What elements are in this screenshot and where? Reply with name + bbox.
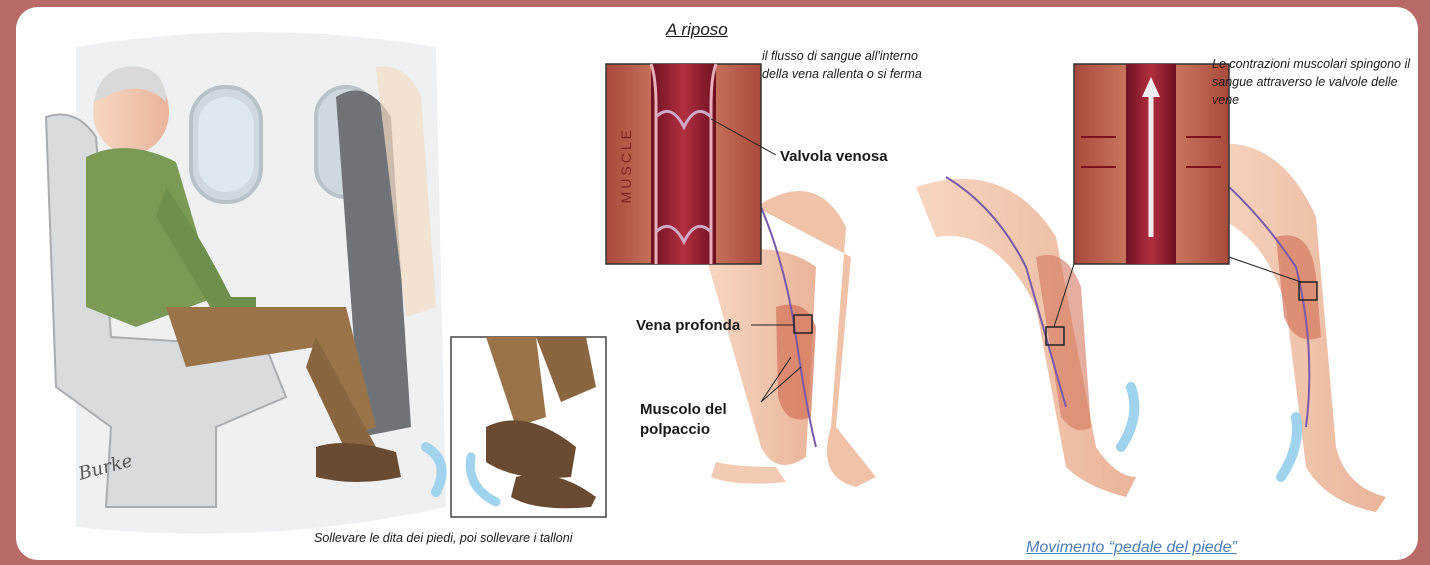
calf-muscle-label: Muscolo del polpaccio (640, 400, 770, 440)
feet-inset (451, 337, 606, 517)
contraction-note: Le contrazioni muscolari spingono il san… (1212, 55, 1412, 109)
valve-label: Valvola venosa (780, 148, 888, 165)
window-glass (198, 97, 254, 192)
illustration-panel: A riposo il flusso di sangue all'interno… (16, 7, 1418, 560)
exercise-caption: Sollevare le dita dei piedi, poi solleva… (314, 529, 572, 547)
rest-title: A riposo (666, 20, 728, 40)
rest-note: il flusso di sangue all'interno della ve… (762, 47, 937, 83)
illustration-art (16, 7, 1418, 560)
pump-caption: Movimento “pedale del piede” (1026, 539, 1237, 557)
calf-muscle (776, 305, 816, 420)
deep-vein-label: Vena profonda (636, 317, 740, 334)
muscle-tag: MUSCLE (618, 127, 634, 203)
